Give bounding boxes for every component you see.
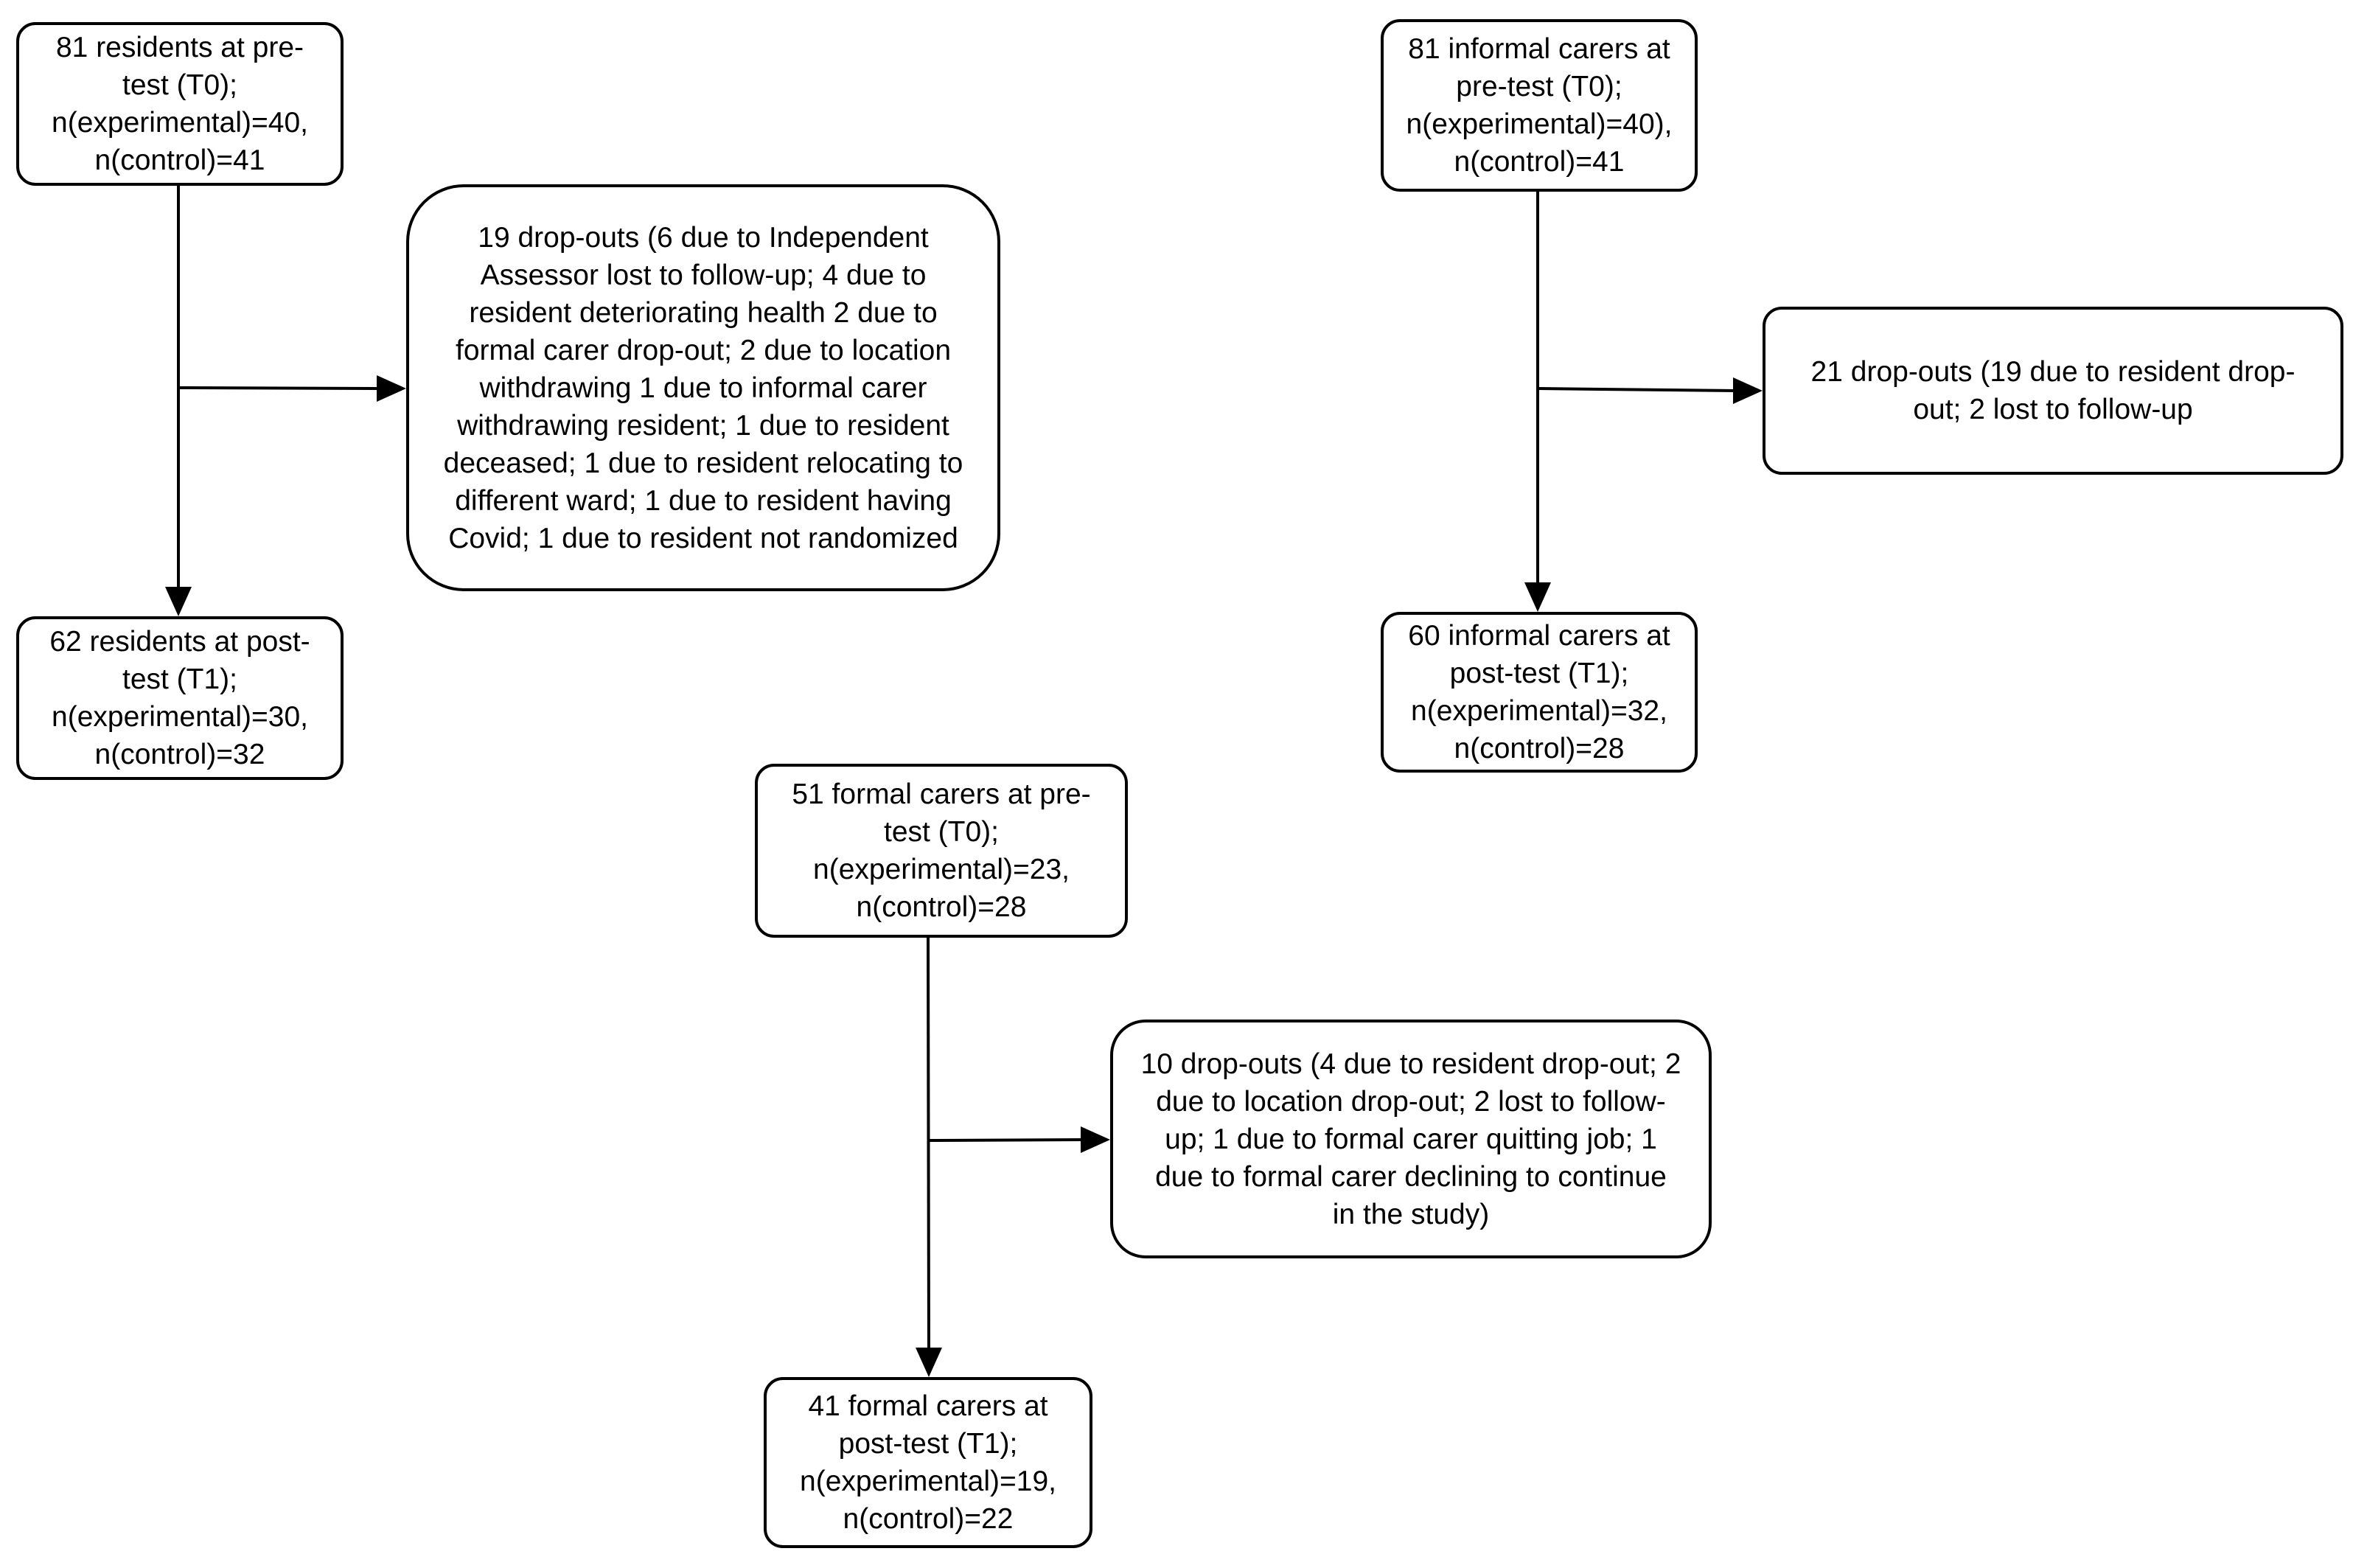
informal-carers-posttest-text: 60 informal carers at post-test (T1); n(… [1408,620,1670,764]
formal-carers-posttest-text: 41 formal carers at post-test (T1); n(ex… [800,1390,1056,1535]
residents-dropouts-box: 19 drop-outs (6 due to Independent Asses… [406,184,1000,591]
formal-carers-dropout-arrow [928,1126,1110,1153]
formal-carers-pretest-text: 51 formal carers at pre- test (T0); n(ex… [792,778,1091,923]
residents-posttest-text: 62 residents at post- test (T1); n(exper… [49,626,310,770]
informal-carers-pretest-box: 81 informal carers at pre-test (T0); n(e… [1381,19,1698,192]
formal-carers-posttest-box: 41 formal carers at post-test (T1); n(ex… [764,1377,1092,1548]
formal-carers-dropouts-text: 10 drop-outs (4 due to resident drop-out… [1140,1048,1681,1230]
residents-vertical-arrow [165,186,192,616]
informal-carers-vertical-arrow [1524,192,1551,612]
informal-carers-dropout-arrow [1537,377,1763,404]
formal-carers-pretest-box: 51 formal carers at pre- test (T0); n(ex… [755,764,1128,938]
formal-carers-vertical-arrow [916,937,942,1377]
residents-pretest-box: 81 residents at pre- test (T0); n(experi… [16,22,344,186]
informal-carers-dropouts-box: 21 drop-outs (19 due to resident drop- o… [1763,307,2343,475]
residents-posttest-box: 62 residents at post- test (T1); n(exper… [16,616,344,780]
residents-pretest-text: 81 residents at pre- test (T0); n(experi… [52,32,308,176]
informal-carers-posttest-box: 60 informal carers at post-test (T1); n(… [1381,612,1698,773]
formal-carers-dropouts-box: 10 drop-outs (4 due to resident drop-out… [1110,1020,1712,1258]
informal-carers-pretest-text: 81 informal carers at pre-test (T0); n(e… [1406,33,1673,178]
residents-dropout-arrow [178,375,406,402]
informal-carers-dropouts-text: 21 drop-outs (19 due to resident drop- o… [1810,356,2296,425]
residents-dropouts-text: 19 drop-outs (6 due to Independent Asses… [443,221,963,554]
